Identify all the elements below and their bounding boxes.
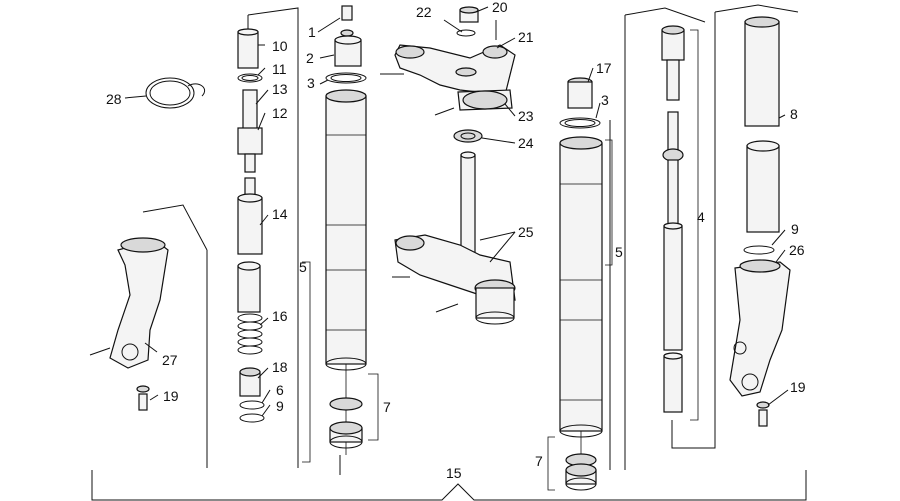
label-19-left: 19 [163, 388, 179, 404]
left-assembly-frame [142, 7, 341, 475]
label-6: 6 [276, 382, 284, 398]
label-7-left: 7 [383, 399, 391, 415]
label-13: 13 [272, 81, 288, 97]
spring-tube-8 [743, 16, 780, 255]
label-16: 16 [272, 308, 288, 324]
left-fork-slider-27 [89, 237, 169, 369]
label-3-left: 3 [307, 75, 315, 91]
bolt-19-right [756, 401, 770, 427]
label-11: 11 [272, 61, 287, 77]
leader-lines [124, 6, 789, 491]
label-18: 18 [272, 359, 288, 375]
label-19-right: 19 [790, 379, 806, 395]
label-28: 28 [106, 91, 122, 107]
label-22: 22 [416, 4, 432, 20]
right-assembly-frame [605, 4, 799, 470]
label-2: 2 [306, 50, 314, 66]
label-3-right: 3 [601, 92, 609, 108]
label-4: 4 [697, 209, 705, 225]
label-5-left: 5 [299, 259, 307, 275]
left-fork-tube [325, 5, 367, 455]
label-25: 25 [518, 224, 534, 240]
label-15: 15 [446, 465, 462, 481]
label-9-right: 9 [791, 221, 799, 237]
label-24: 24 [518, 135, 534, 151]
damper-rod-4 [661, 25, 685, 413]
label-7-right: 7 [535, 453, 543, 469]
right-fork-tube [559, 77, 603, 491]
label-10: 10 [272, 38, 288, 54]
label-23: 23 [518, 108, 534, 124]
label-9-left: 9 [276, 398, 284, 414]
upper-triple-clamp [380, 6, 516, 116]
bolt-19-left [136, 385, 150, 411]
label-26: 26 [789, 242, 805, 258]
lower-triple-clamp-stem [392, 151, 516, 325]
label-5-right: 5 [615, 244, 623, 260]
bracket-15 [91, 470, 807, 501]
label-27: 27 [162, 352, 178, 368]
label-1: 1 [308, 24, 316, 40]
label-14: 14 [272, 206, 288, 222]
label-12: 12 [272, 105, 288, 121]
clip-ring-28 [145, 77, 206, 109]
label-20: 20 [492, 0, 508, 15]
right-fork-slider-26 [729, 259, 791, 397]
label-8: 8 [790, 106, 798, 122]
left-internal-parts [237, 28, 265, 423]
part-number-labels: 1 2 3 10 11 13 12 14 16 18 6 9 5 7 28 27… [106, 0, 806, 481]
label-21: 21 [518, 29, 534, 45]
label-17: 17 [596, 60, 612, 76]
bearing-24 [453, 129, 483, 143]
spring-16 [237, 313, 263, 355]
